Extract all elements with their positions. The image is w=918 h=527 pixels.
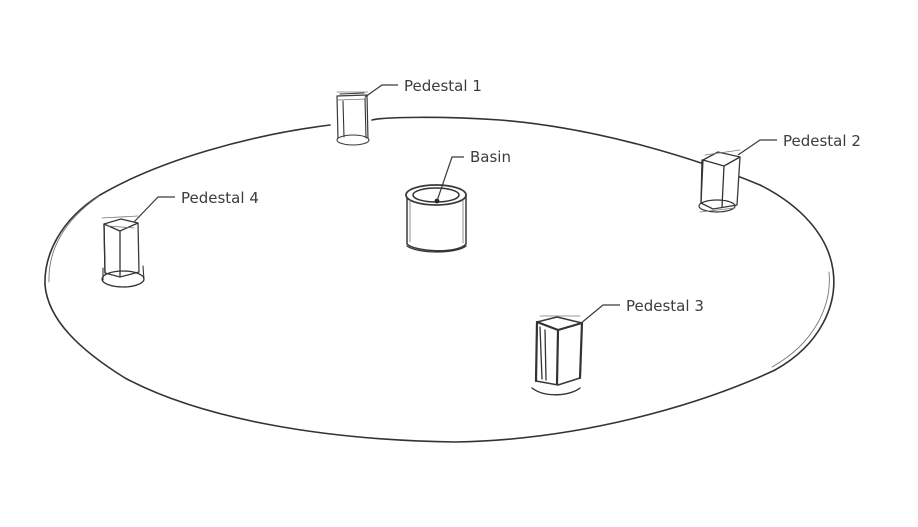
pedestal-1 (336, 91, 370, 146)
leader-pedestal-1 (364, 84, 398, 98)
leader-pedestal-4 (133, 196, 175, 223)
label-pedestal-2: Pedestal 2 (783, 132, 861, 150)
label-pedestal-1-group: Pedestal 1 (364, 77, 482, 98)
ground-disc (44, 116, 835, 443)
label-pedestal-3-group: Pedestal 3 (579, 297, 704, 325)
label-pedestal-4: Pedestal 4 (181, 189, 259, 207)
basin (405, 184, 467, 253)
pedestal-3 (531, 315, 584, 396)
leader-pedestal-2 (737, 139, 777, 156)
label-pedestal-2-group: Pedestal 2 (737, 132, 861, 156)
label-pedestal-1: Pedestal 1 (404, 77, 482, 95)
pedestal-4 (101, 215, 145, 288)
label-pedestal-4-group: Pedestal 4 (133, 189, 259, 223)
leader-pedestal-3 (579, 304, 620, 325)
pedestal-2 (698, 149, 741, 213)
label-basin: Basin (470, 148, 511, 166)
label-pedestal-3: Pedestal 3 (626, 297, 704, 315)
leader-basin (436, 156, 464, 202)
label-basin-group: Basin (434, 148, 511, 204)
